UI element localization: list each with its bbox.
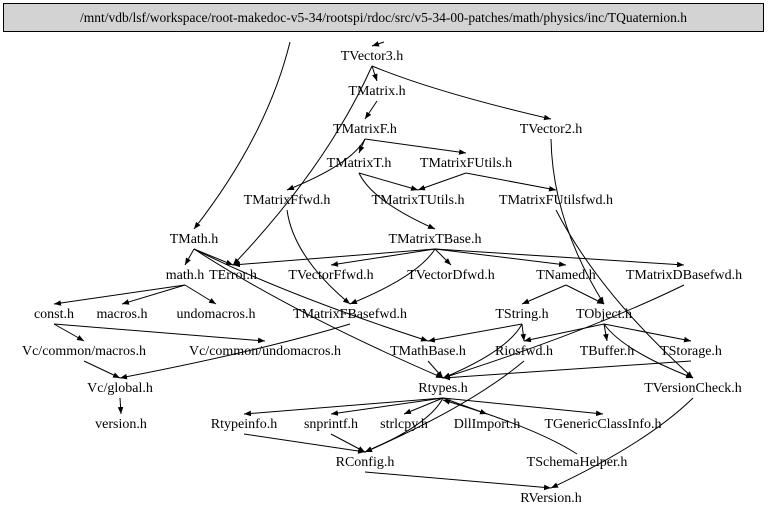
node-version[interactable]: version.h <box>95 417 147 432</box>
edge-rtypes-to-tgenericclassinfo <box>442 397 604 417</box>
edge-tmatrixtbase-to-tmatrixfbasefwd <box>349 248 436 305</box>
node-tmatrixtutils[interactable]: TMatrixTUtils.h <box>371 193 465 208</box>
node-tvector2[interactable]: TVector2.h <box>519 122 583 137</box>
edge-tmath-to-tmathbase <box>193 248 429 342</box>
edge-tmatrixtbase-to-terror <box>232 248 436 268</box>
node-tmatrixdbasefwd[interactable]: TMatrixDBasefwd.h <box>625 268 743 283</box>
node-tgenericclassinfo[interactable]: TGenericClassInfo.h <box>544 417 662 432</box>
edge-rtypes-to-snprintf <box>330 397 444 416</box>
root-file-node[interactable]: /mnt/vdb/lsf/workspace/root-makedoc-v5-3… <box>3 3 764 32</box>
node-tstring[interactable]: TString.h <box>495 307 549 322</box>
edge-rtypeinfo-to-rconfig <box>243 433 366 454</box>
edge-tmatrixdbasefwd-to-rtypes <box>442 284 685 379</box>
node-undomacros[interactable]: undomacros.h <box>176 307 256 322</box>
node-tmatrixt[interactable]: TMatrixT.h <box>326 156 392 171</box>
node-tmatrixfutilsfwd[interactable]: TMatrixFUtilsfwd.h <box>499 193 613 208</box>
node-tmatrixfbasefwd[interactable]: TMatrixFBasefwd.h <box>293 307 407 322</box>
edge-snprintf-to-rconfig <box>330 433 366 453</box>
node-terror[interactable]: TError.h <box>209 268 257 283</box>
node-strlcpy[interactable]: strlcpy.h <box>380 417 428 432</box>
edge-tmath-to-math <box>184 248 195 266</box>
edge-riosfwd-to-rconfig <box>364 360 525 453</box>
edge-tvector3-to-tmatrix <box>371 65 378 82</box>
edge-tstring-to-tmathbase <box>427 323 523 343</box>
edge-tmatrixtbase-to-tnamed <box>434 248 567 267</box>
edge-tobject-to-tstorage <box>603 323 692 343</box>
node-vcglobal[interactable]: Vc/global.h <box>87 381 153 396</box>
edge-rtypes-to-strlcpy <box>403 397 444 415</box>
edge-tmatrixt-to-tmatrixtbase <box>358 172 436 230</box>
edge-tmatrixfutils-to-tmatrixtutils <box>417 172 467 191</box>
node-tvector3[interactable]: TVector3.h <box>340 49 404 64</box>
edge-tmatrixtbase-to-tvectordfwd <box>434 248 452 266</box>
edge-tvector3-to-tvector2 <box>371 65 552 121</box>
edge-tmathbase-to-rtypes <box>427 360 444 379</box>
edge-vcmacros-to-vcglobal <box>83 360 121 379</box>
edge-tmatrixtbase-to-tmatrixdbasefwd <box>434 248 685 268</box>
edge-rconfig-to-rversion <box>364 471 552 491</box>
node-tmatrix[interactable]: TMatrix.h <box>348 84 406 99</box>
edge-rtypes-to-rtypeinfo <box>243 397 444 417</box>
edge-math-to-undomacros <box>184 284 217 305</box>
edge-math-to-const <box>53 284 186 306</box>
node-math[interactable]: math.h <box>165 268 205 283</box>
edge-tobject-to-riosfwd <box>523 323 605 343</box>
node-tobject[interactable]: TObject.h <box>575 307 633 322</box>
node-rversion[interactable]: RVersion.h <box>520 491 582 506</box>
edge-tversioncheck-to-rversion <box>550 397 694 489</box>
edge-const-to-vcundomacros <box>53 323 266 344</box>
edge-tmath-to-rtypes <box>193 248 444 379</box>
node-dllimport[interactable]: DllImport.h <box>453 417 521 432</box>
edge-tvector2-to-tobject <box>550 138 605 305</box>
edge-tmatrix-to-tmatrixf <box>364 100 378 120</box>
edge-vcglobal-to-version <box>117 397 124 415</box>
edge-root-to-tmath <box>193 41 291 230</box>
edge-tmatrixffwd-to-tmatrixfbasefwd <box>286 209 351 305</box>
edge-tmatrixtbase-to-tvectorffwd <box>330 248 436 267</box>
node-tvectordfwd[interactable]: TVectorDfwd.h <box>407 268 495 283</box>
edge-tschemahelper-to-rtypes <box>442 399 578 455</box>
edge-tstring-to-riosfwd <box>520 323 526 342</box>
node-tschemahelper[interactable]: TSchemaHelper.h <box>526 455 628 470</box>
node-tmatrixf[interactable]: TMatrixF.h <box>333 122 397 137</box>
node-riosfwd[interactable]: Riosfwd.h <box>495 344 553 359</box>
node-rconfig[interactable]: RConfig.h <box>335 455 395 470</box>
edge-tstorage-to-rtypes <box>442 360 692 381</box>
node-tmatrixtbase[interactable]: TMatrixTBase.h <box>388 232 482 247</box>
node-tvectorffwd[interactable]: TVectorFfwd.h <box>288 268 374 283</box>
node-rtypeinfo[interactable]: Rtypeinfo.h <box>210 417 278 432</box>
edge-tstring-to-rtypes <box>442 323 523 379</box>
edge-tmatrixt-to-tmatrixtutils <box>358 172 419 191</box>
edge-tmatrixf-to-tmatrixffwd <box>286 138 366 191</box>
node-tversioncheck[interactable]: TVersionCheck.h <box>644 381 742 396</box>
node-macros[interactable]: macros.h <box>96 307 148 322</box>
edge-tmatrixfbasefwd-to-vcglobal <box>119 323 351 380</box>
edge-tvector3-to-terror <box>232 65 373 266</box>
edge-tobject-to-tbuffer <box>603 323 609 342</box>
node-tstorage[interactable]: TStorage.h <box>660 344 722 359</box>
node-snprintf[interactable]: snprintf.h <box>303 417 359 432</box>
edge-math-to-macros <box>121 284 186 305</box>
node-tnamed[interactable]: TNamed.h <box>536 268 596 283</box>
node-rtypes[interactable]: Rtypes.h <box>418 381 468 396</box>
edge-root-to-tvector3 <box>371 41 385 47</box>
edge-tmatrixfutilsfwd-to-tversioncheck <box>555 209 694 379</box>
edge-tobject-to-tversioncheck <box>603 323 694 379</box>
node-vcmacros[interactable]: Vc/common/macros.h <box>21 344 147 359</box>
edge-const-to-vcmacros <box>53 323 85 342</box>
edge-tnamed-to-tstring <box>521 284 567 305</box>
node-tmathbase[interactable]: TMathBase.h <box>390 344 466 359</box>
node-tmatrixffwd[interactable]: TMatrixFfwd.h <box>243 193 331 208</box>
node-tbuffer[interactable]: TBuffer.h <box>579 344 635 359</box>
edge-tmatrixfutils-to-tmatrixfutilsfwd <box>465 172 557 192</box>
node-vcundomacros[interactable]: Vc/common/undomacros.h <box>188 344 342 359</box>
edge-tmatrixf-to-tmatrixfutils <box>364 138 467 155</box>
edge-tnamed-to-tobject <box>565 284 605 305</box>
node-const[interactable]: const.h <box>33 307 75 322</box>
node-tmatrixfutils[interactable]: TMatrixFUtils.h <box>419 156 513 171</box>
node-tmath[interactable]: TMath.h <box>169 232 219 247</box>
